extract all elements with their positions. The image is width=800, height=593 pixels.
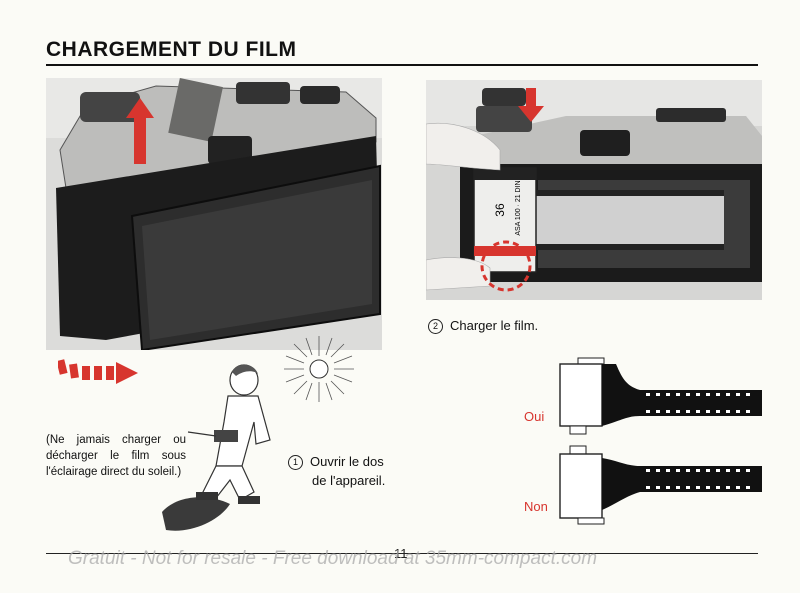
- cassette-count: 36: [493, 203, 507, 217]
- wrong-loading-diagram: [556, 444, 764, 528]
- correct-label: Oui: [524, 409, 545, 424]
- lift-arrow-icon: [126, 98, 154, 164]
- cassette-speed: ASA 100 · 21 DIN: [515, 180, 522, 235]
- correct-loading-diagram: [556, 356, 764, 436]
- down-arrow-icon: [518, 88, 544, 122]
- page-title: CHARGEMENT DU FILM: [46, 38, 297, 61]
- footer-rule: [46, 553, 758, 554]
- page-number: 11: [394, 546, 408, 561]
- person-loading-camera-illustration: [158, 362, 282, 534]
- highlight-circle-icon: [480, 240, 532, 292]
- camera-open-back-photo: [46, 78, 382, 350]
- step-1-text-line1: Ouvrir le dos: [310, 454, 384, 469]
- sun-icon: [280, 334, 358, 404]
- sunlight-warning: (Ne jamais charger ou décharger le film …: [46, 434, 186, 478]
- film-loading-photo: 36 ASA 100 · 21 DIN: [426, 80, 762, 300]
- rotate-arrow-icon: [58, 356, 140, 386]
- wrong-label: Non: [524, 499, 548, 514]
- step-1-number: 1: [288, 455, 303, 470]
- watermark: Gratuit - Not for resale - Free download…: [68, 548, 598, 569]
- step-2-text: Charger le film.: [450, 318, 539, 333]
- title-rule: [46, 64, 758, 66]
- step-2-number: 2: [428, 319, 443, 334]
- step-1-caption: 1 Ouvrir le dos de l'appareil.: [288, 452, 385, 490]
- step-2-caption: 2 Charger le film.: [428, 318, 538, 334]
- step-1-text-line2: de l'appareil.: [312, 473, 386, 488]
